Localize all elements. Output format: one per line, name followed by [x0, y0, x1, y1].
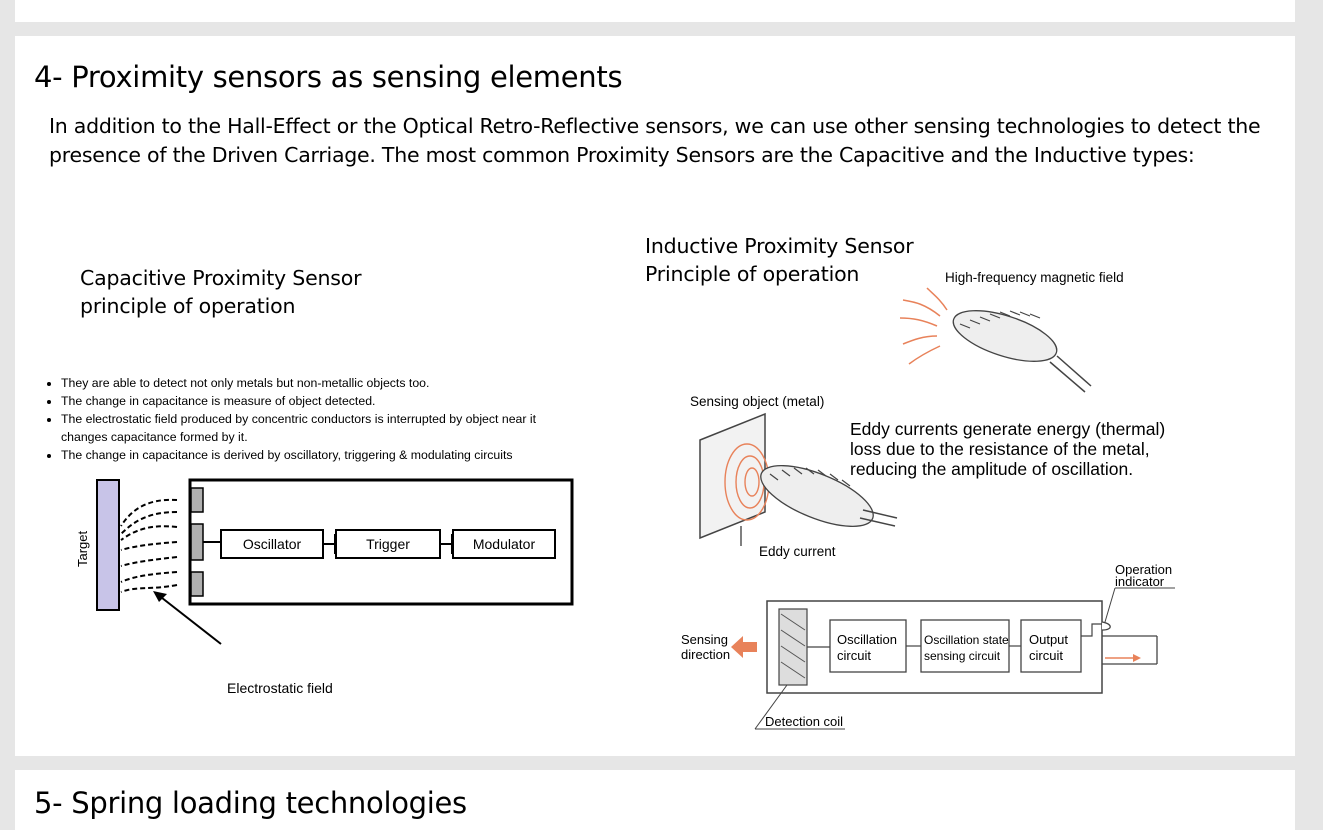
sensing-direction-arrow	[731, 636, 757, 658]
capacitive-diagram: Target Oscillator Trigger Modulator Elec…	[75, 478, 574, 696]
sensing-plate-top	[190, 487, 204, 513]
eddy-note: Eddy currents generate energy (thermal) …	[850, 419, 1170, 479]
modulator-label: Modulator	[473, 536, 536, 552]
modulator-block	[452, 529, 556, 559]
sensor-housing	[188, 478, 574, 606]
next-section-title: 5- Spring loading technologies	[34, 786, 467, 820]
target-label: Target	[75, 530, 90, 567]
next-section-card: 5- Spring loading technologies	[15, 770, 1295, 830]
metal-plate	[699, 412, 766, 540]
sensor-coil-lower	[760, 464, 898, 528]
sensing-direction-label: Sensing direction	[681, 632, 732, 662]
detection-coil-label: Detection coil	[765, 714, 843, 729]
section-title: 4- Proximity sensors as sensing elements	[34, 60, 623, 94]
bullet-item: They are able to detect not only metals …	[61, 374, 581, 392]
capacitive-bullet-list: They are able to detect not only metals …	[41, 374, 581, 464]
magnetic-field-rays	[899, 287, 948, 365]
bullet-item: The electrostatic field produced by conc…	[61, 410, 581, 446]
bullet-item: The change in capacitance is derived by …	[61, 446, 581, 464]
oscillator-block	[220, 529, 324, 559]
sensing-plate-middle	[190, 523, 204, 561]
magnetic-field-label: High-frequency magnetic field	[945, 270, 1124, 285]
field-pointer-arrow	[156, 593, 222, 645]
eddy-current-label: Eddy current	[759, 544, 836, 559]
capacitive-figure-title: Capacitive Proximity Sensor principle of…	[80, 266, 362, 318]
previous-section-card	[15, 0, 1295, 22]
bullet-item: The change in capacitance is measure of …	[61, 392, 581, 410]
oscillation-state-sensing-box	[920, 619, 1010, 673]
sensing-object-label: Sensing object (metal)	[690, 394, 824, 409]
oscillator-label: Oscillator	[243, 536, 302, 552]
proximity-sensors-section: 4- Proximity sensors as sensing elements…	[15, 36, 1295, 756]
target-object	[96, 479, 120, 611]
electrostatic-field-label: Electrostatic field	[227, 680, 333, 696]
section-intro: In addition to the Hall-Effect or the Op…	[49, 114, 1261, 167]
oscillation-circuit-label: Oscillation circuit	[837, 632, 901, 663]
inductive-diagram: High-frequency magnetic field Sensing ob…	[681, 270, 1176, 730]
sensing-plate-bottom	[190, 571, 204, 597]
trigger-label: Trigger	[366, 536, 410, 552]
sensor-coil-upper	[952, 310, 1092, 393]
electrostatic-field-lines	[120, 498, 178, 593]
output-circuit-box	[1020, 619, 1082, 673]
inductive-figure-title: Inductive Proximity Sensor Principle of …	[645, 234, 914, 286]
oscillation-state-sensing-label: Oscillation state sensing circuit	[924, 633, 1012, 663]
output-circuit-label: Output circuit	[1029, 632, 1072, 663]
operation-indicator-label: Operation indicator	[1115, 562, 1176, 589]
